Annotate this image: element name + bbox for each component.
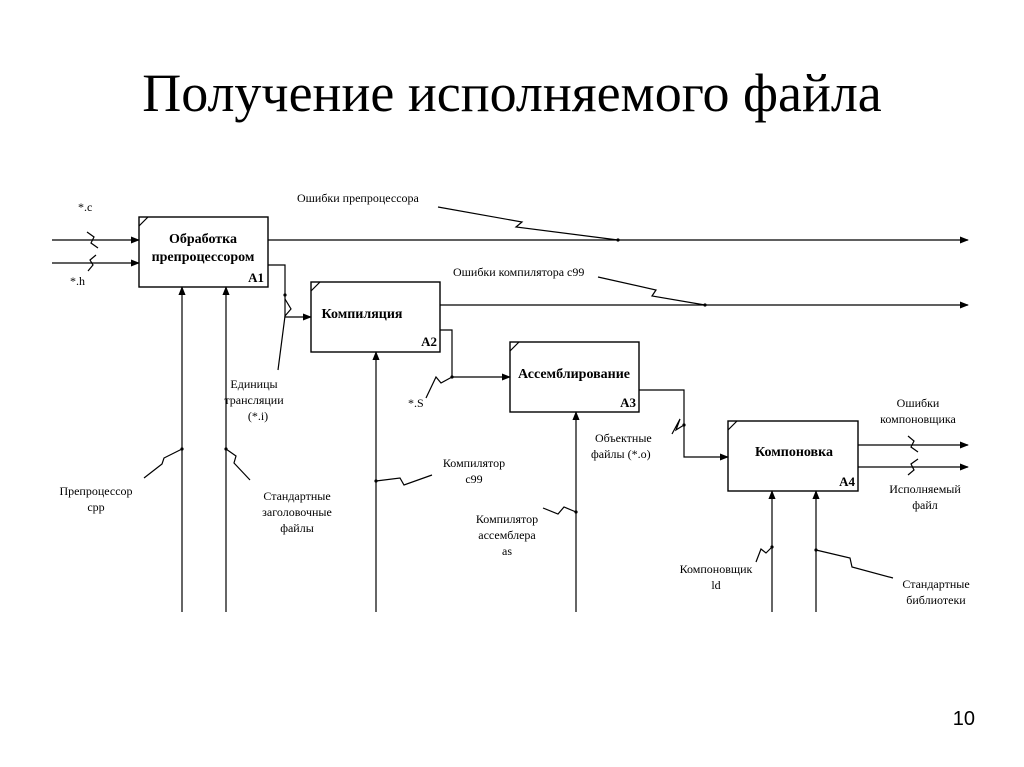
executable-label-1: Исполняемый	[889, 482, 961, 496]
std-headers-label-1: Стандартные	[263, 489, 330, 503]
compiler-errors-label: Ошибки компилятора c99	[453, 265, 584, 279]
page-number: 10	[952, 708, 975, 730]
input-c-label: *.c	[78, 200, 92, 214]
linker-label-1: Компоновщик	[680, 562, 753, 576]
box-a3-frame	[509, 341, 640, 413]
asm-source-arrow: *.S	[408, 329, 511, 410]
box-a1-title-line1: Обработка	[169, 232, 237, 247]
box-a4-code: A4	[839, 474, 855, 489]
input-h-arrow: *.h	[52, 254, 140, 288]
preprocessor-mechanism: Препроцессор cpp	[59, 286, 186, 612]
preprocessor-label-2: cpp	[87, 500, 104, 514]
std-libs-label-1: Стандартные	[902, 577, 969, 591]
box-a2-title: Компиляция	[322, 307, 403, 322]
box-a3-corner-mark	[509, 341, 520, 352]
executable-label-2: файл	[912, 498, 938, 512]
box-a3: Ассемблирование A3	[509, 341, 640, 413]
linker-errors-arrow: Ошибки компоновщика	[858, 396, 969, 453]
linker-errors-label-2: компоновщика	[880, 412, 956, 426]
box-a1-title-line2: препроцессором	[152, 250, 255, 265]
assembler-mechanism: Компилятор ассемблера as	[476, 411, 580, 612]
preprocessor-label-1: Препроцессор	[59, 484, 132, 498]
assembler-label-3: as	[502, 544, 512, 558]
std-headers-label-2: заголовочные	[262, 505, 332, 519]
box-a1-corner-mark	[138, 216, 149, 227]
box-a4: Компоновка A4	[727, 420, 859, 492]
box-a4-frame	[727, 420, 859, 492]
translation-units-label-2: трансляции	[224, 393, 284, 407]
box-a2-corner-mark	[310, 281, 321, 292]
compiler-label-2: c99	[465, 472, 482, 486]
box-a4-corner-mark	[727, 420, 738, 431]
object-files-label-2: файлы (*.o)	[591, 447, 651, 461]
box-a4-title: Компоновка	[755, 445, 833, 460]
box-a3-title: Ассемблирование	[518, 367, 630, 382]
box-a3-code: A3	[620, 395, 636, 410]
std-headers-mechanism: Стандартные заголовочные файлы	[222, 286, 332, 612]
assembler-label-1: Компилятор	[476, 512, 538, 526]
input-c-arrow: *.c	[52, 200, 140, 249]
std-headers-label-3: файлы	[280, 521, 314, 535]
preproc-errors-arrow: Ошибки препроцессора	[268, 191, 969, 244]
std-libs-mechanism: Стандартные библиотеки	[812, 490, 970, 612]
assembler-label-2: ассемблера	[478, 528, 536, 542]
linker-label-2: ld	[711, 578, 720, 592]
executable-arrow: Исполняемый файл	[858, 458, 969, 512]
object-files-arrow: Объектные файлы (*.o)	[591, 389, 729, 461]
translation-units-arrow: Единицы трансляции (*.i)	[224, 264, 312, 423]
linker-mechanism: Компоновщик ld	[680, 490, 776, 612]
std-libs-label-2: библиотеки	[906, 593, 966, 607]
translation-units-label-1: Единицы	[230, 377, 277, 391]
box-a1-code: A1	[248, 270, 264, 285]
compiler-label-1: Компилятор	[443, 456, 505, 470]
box-a2: Компиляция A2	[310, 281, 441, 353]
preproc-errors-label: Ошибки препроцессора	[297, 191, 420, 205]
linker-errors-label-1: Ошибки	[897, 396, 940, 410]
input-h-label: *.h	[70, 274, 85, 288]
asm-source-label: *.S	[408, 396, 424, 410]
box-a1-frame	[138, 216, 269, 288]
page-title: Получение исполняемого файла	[142, 63, 882, 123]
compiler-mechanism: Компилятор c99	[372, 351, 505, 612]
box-a2-code: A2	[421, 334, 437, 349]
translation-units-label-3: (*.i)	[248, 409, 268, 423]
object-files-label-1: Объектные	[595, 431, 652, 445]
box-a1: Обработка препроцессором A1	[138, 216, 269, 288]
compiler-errors-arrow: Ошибки компилятора c99	[440, 265, 969, 309]
